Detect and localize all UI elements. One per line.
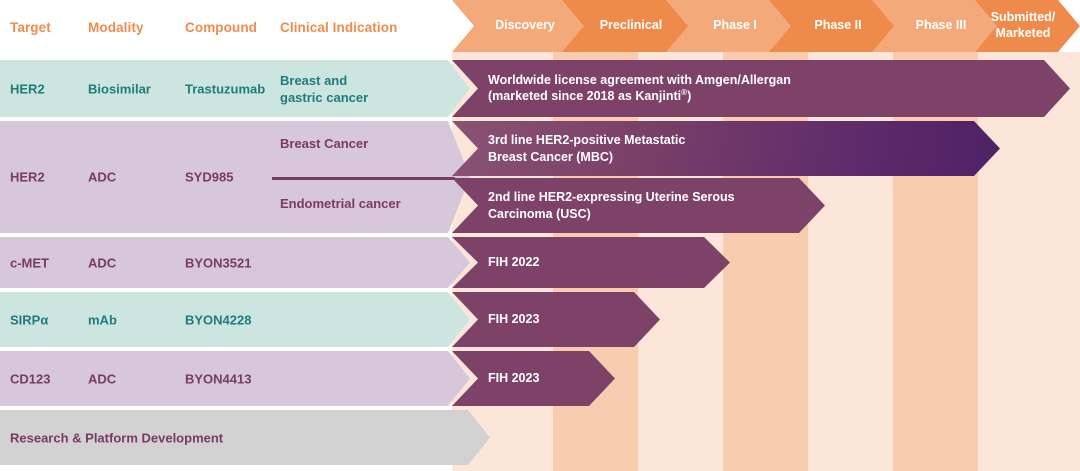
row-background [0, 60, 470, 117]
row-background [0, 410, 490, 465]
indication-divider [272, 177, 455, 180]
row-background [0, 237, 470, 288]
phase-bar-label: FIH 2022 [488, 255, 540, 270]
cell-indication-1: Endometrial cancer [280, 196, 401, 211]
phase-header-discovery[interactable]: Discovery [452, 0, 584, 52]
cell-target: CD123 [10, 370, 51, 386]
row-background [0, 351, 470, 406]
cell-modality: Biosimilar [88, 80, 151, 96]
cell-target: SIRPα [10, 311, 49, 327]
cell-compound: BYON4228 [185, 311, 252, 327]
cell-target: HER2 [10, 80, 45, 96]
pipeline-row-her2-biosimilar[interactable]: HER2 Biosimilar Trastuzumab Breast and gast… [0, 60, 1080, 117]
column-header-modality: Modality [88, 20, 144, 35]
cell-indication: Breast and gastric cancer [280, 72, 369, 105]
cell-modality: ADC [88, 169, 117, 185]
cell-compound: BYON4413 [185, 370, 252, 386]
phase-bar-label: 2nd line HER2-expressing Uterine Serous … [488, 190, 735, 221]
phase-bar-label: FIH 2023 [488, 312, 540, 327]
pipeline-row-cd123-adc-byon4413[interactable]: CD123 ADC BYON4413 FIH 2023 [0, 351, 1080, 406]
phase-bar-0[interactable]: Worldwide license agreement with Amgen/A… [452, 60, 1070, 117]
cell-target: HER2 [10, 169, 45, 185]
phase-bar-0[interactable]: FIH 2023 [452, 292, 660, 347]
cell-target: c-MET [10, 254, 49, 270]
phase-bar-1[interactable]: 2nd line HER2-expressing Uterine Serous … [452, 178, 825, 233]
phase-bar-label: 3rd line HER2-positive Metastatic Breast… [488, 133, 686, 164]
cell-modality: mAb [88, 311, 117, 327]
column-header-target: Target [10, 20, 51, 35]
pipeline-row-research-platform-development[interactable]: Research & Platform Development [0, 410, 1080, 465]
column-header-clinical-indication: Clinical Indication [280, 20, 398, 35]
phase-bar-0[interactable]: FIH 2022 [452, 237, 730, 288]
cell-compound: BYON3521 [185, 254, 252, 270]
pipeline-row-cmet-adc-byon3521[interactable]: c-MET ADC BYON3521 FIH 2022 [0, 237, 1080, 288]
cell-compound: Trastuzumab [185, 80, 266, 96]
phase-bar-label: Worldwide license agreement with Amgen/A… [488, 73, 791, 104]
row-background [0, 292, 470, 347]
phase-stripe-6 [978, 52, 1080, 471]
column-header-compound: Compound [185, 20, 258, 35]
cell-modality: ADC [88, 254, 117, 270]
cell-compound: SYD985 [185, 169, 234, 185]
cell-modality: ADC [88, 370, 117, 386]
pipeline-row-sirpa-mab-byon4228[interactable]: SIRPα mAb BYON4228 FIH 2023 [0, 292, 1080, 347]
phase-bar-label: FIH 2023 [488, 371, 540, 386]
cell-target: Research & Platform Development [10, 429, 224, 445]
cell-indication-0: Breast Cancer [280, 136, 369, 151]
phase-bar-0[interactable]: FIH 2023 [452, 351, 615, 406]
phase-bar-0[interactable]: 3rd line HER2-positive Metastatic Breast… [452, 121, 1000, 176]
